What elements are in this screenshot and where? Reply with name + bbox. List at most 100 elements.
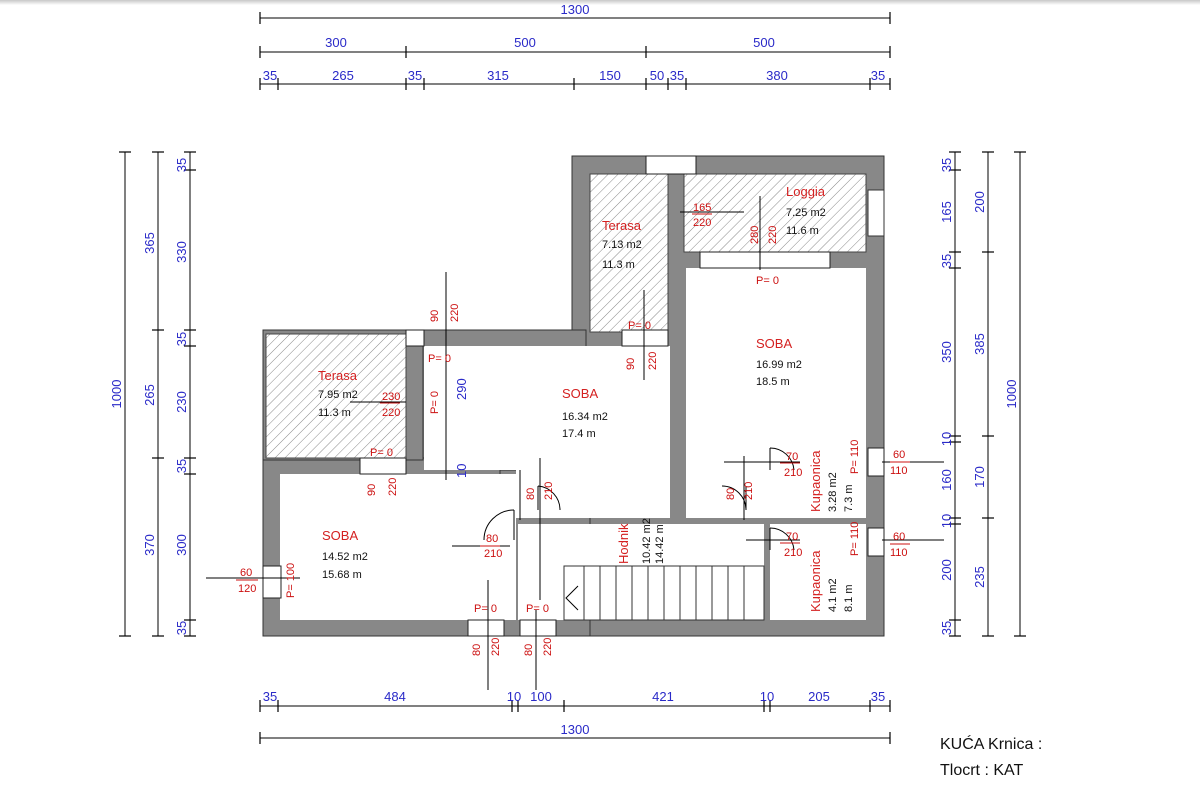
dim-top-mid-1: 300: [325, 35, 347, 50]
terasa-top-area: [589, 173, 669, 333]
dim-bottom-total: 1300: [561, 722, 590, 737]
dim-bottom-detail-1: 35: [263, 689, 277, 704]
opening-bottom2-p: P= 0: [526, 603, 549, 615]
opening-terasa2-side-p: P= 0: [429, 391, 441, 414]
dim-top-detail-3: 35: [408, 68, 422, 83]
dim-right-inner-8: 200: [939, 559, 954, 581]
dim-left-inner-4: 230: [174, 391, 189, 413]
dim-top-detail-7: 35: [670, 68, 684, 83]
opening-kup2-win-h: 110: [890, 547, 908, 559]
dim-left-inner-1: 35: [174, 158, 189, 172]
room-area-terasa-top: 7.13 m2: [602, 239, 642, 251]
opening-door-kup1-w: 70: [786, 451, 798, 463]
dim-left-inner-3: 35: [174, 332, 189, 346]
dim-right-mid-4: 235: [972, 566, 987, 588]
room-perimeter-terasa-left: 11.3 m: [318, 407, 351, 419]
room-perimeter-soba-center: 17.4 m: [562, 428, 596, 440]
title-project: KUĆA Krnica :: [940, 736, 1043, 753]
opening-left-p: P= 100: [285, 563, 297, 598]
opening-terasa2-h: 220: [382, 407, 400, 419]
dim-right-mid-3: 170: [972, 466, 987, 488]
dim-top-detail-2: 265: [332, 68, 354, 83]
room-name-soba-left: SOBA: [322, 528, 358, 543]
opening-terasa1-p: P= 0: [428, 353, 451, 365]
dim-top-detail-8: 380: [766, 68, 788, 83]
room-perimeter-loggia: 11.6 m: [786, 225, 819, 237]
opening-kup1-p: P= 110: [849, 440, 861, 474]
dim-right-mid-1: 200: [972, 191, 987, 213]
dim-right-inner-6: 160: [939, 469, 954, 491]
room-name-hodnik: Hodnik: [616, 523, 631, 564]
dim-left-mid-2: 265: [142, 384, 157, 406]
room-area-terasa-left: 7.95 m2: [318, 389, 358, 401]
opening-soba1-top-p: P= 0: [628, 320, 651, 332]
opening-kup2-win-w: 60: [893, 531, 905, 543]
dim-bottom-detail-8: 35: [871, 689, 885, 704]
opening-bottom1-p: P= 0: [474, 603, 497, 615]
opening-terasa1-h: 220: [449, 304, 461, 322]
opening-soba-mid-w: 90: [366, 484, 378, 496]
dim-left-inner-6: 300: [174, 534, 189, 556]
dim-top-total: 1300: [561, 2, 590, 17]
opening-soba1-top-w: 90: [625, 358, 637, 370]
dim-left-mid-3: 370: [142, 534, 157, 556]
door-swings: [483, 447, 795, 551]
opening-bottom1-h: 220: [490, 638, 502, 656]
dim-right-inner-3: 35: [939, 254, 954, 268]
top-dimension-chains: 1300 300 500 500 35 265 35 315 150 50 35…: [259, 2, 891, 90]
room-perimeter-kupaonica-2: 8.1 m: [843, 584, 855, 612]
dim-top-detail-9: 35: [871, 68, 885, 83]
windows: [262, 155, 885, 637]
room-area-loggia: 7.25 m2: [786, 207, 826, 219]
dim-top-detail-1: 35: [263, 68, 277, 83]
dim-right-outer: 1000: [1004, 380, 1019, 409]
dim-right-inner-7: 10: [939, 514, 954, 528]
room-area-soba-center: 16.34 m2: [562, 411, 608, 423]
dim-bottom-detail-7: 205: [808, 689, 830, 704]
loggia-area: [683, 173, 867, 253]
dim-bottom-detail-5: 421: [652, 689, 674, 704]
room-area-kupaonica-1: 3.28 m2: [827, 472, 839, 512]
dim-left-inner-7: 35: [174, 621, 189, 635]
dim-top-mid-2: 500: [514, 35, 536, 50]
opening-soba1-top-h: 220: [647, 352, 659, 370]
opening-soba-mid-p: P= 0: [370, 447, 393, 459]
opening-terasa-loggia-w: 165: [693, 202, 711, 214]
room-perimeter-soba-left: 15.68 m: [322, 569, 362, 581]
opening-door-soba-mid-h: 210: [543, 482, 555, 500]
opening-labels: 165 220 280 220 P= 0 90 220 P= 0 P= 0 90…: [236, 202, 910, 656]
opening-door-soba-right-h: 210: [743, 482, 755, 500]
opening-left-win-w: 60: [240, 567, 252, 579]
soba-center-area: [424, 346, 670, 518]
opening-bottom2-h: 220: [542, 638, 554, 656]
opening-loggia-p: P= 0: [756, 275, 779, 287]
dim-bottom-detail-6: 10: [760, 689, 774, 704]
room-name-kupaonica-1: Kupaonica: [808, 450, 823, 512]
room-name-soba-right: SOBA: [756, 336, 792, 351]
opening-bottom2-w: 80: [523, 644, 535, 656]
room-name-terasa-top: Terasa: [602, 218, 642, 233]
room-perimeter-terasa-top: 11.3 m: [602, 259, 635, 271]
dim-left-inner-2: 330: [174, 241, 189, 263]
opening-door-soba-mid-w: 80: [525, 488, 537, 500]
dim-inner-290: 290: [454, 378, 469, 400]
opening-terasa1-w: 90: [429, 310, 441, 322]
dim-top-mid-3: 500: [753, 35, 775, 50]
room-name-soba-center: SOBA: [562, 386, 598, 401]
opening-bottom1-w: 80: [471, 644, 483, 656]
opening-door-kup2-w: 70: [786, 531, 798, 543]
terasa-left-area: [265, 333, 407, 459]
title-floor: Tlocrt : KAT: [940, 762, 1024, 779]
room-area-soba-left: 14.52 m2: [322, 551, 368, 563]
room-perimeter-soba-right: 18.5 m: [756, 376, 790, 388]
window-top-shadow: [0, 0, 1200, 5]
staircase: [563, 565, 765, 621]
room-area-kupaonica-2: 4.1 m2: [827, 578, 839, 612]
rooms: [265, 173, 885, 620]
opening-door-soba-right-w: 80: [725, 488, 737, 500]
opening-left-win-h: 120: [238, 583, 256, 595]
room-labels: Terasa 7.13 m2 11.3 m Loggia 7.25 m2 11.…: [318, 184, 855, 612]
opening-door-hall-soba-h: 210: [484, 548, 502, 560]
dim-right-mid-2: 385: [972, 333, 987, 355]
